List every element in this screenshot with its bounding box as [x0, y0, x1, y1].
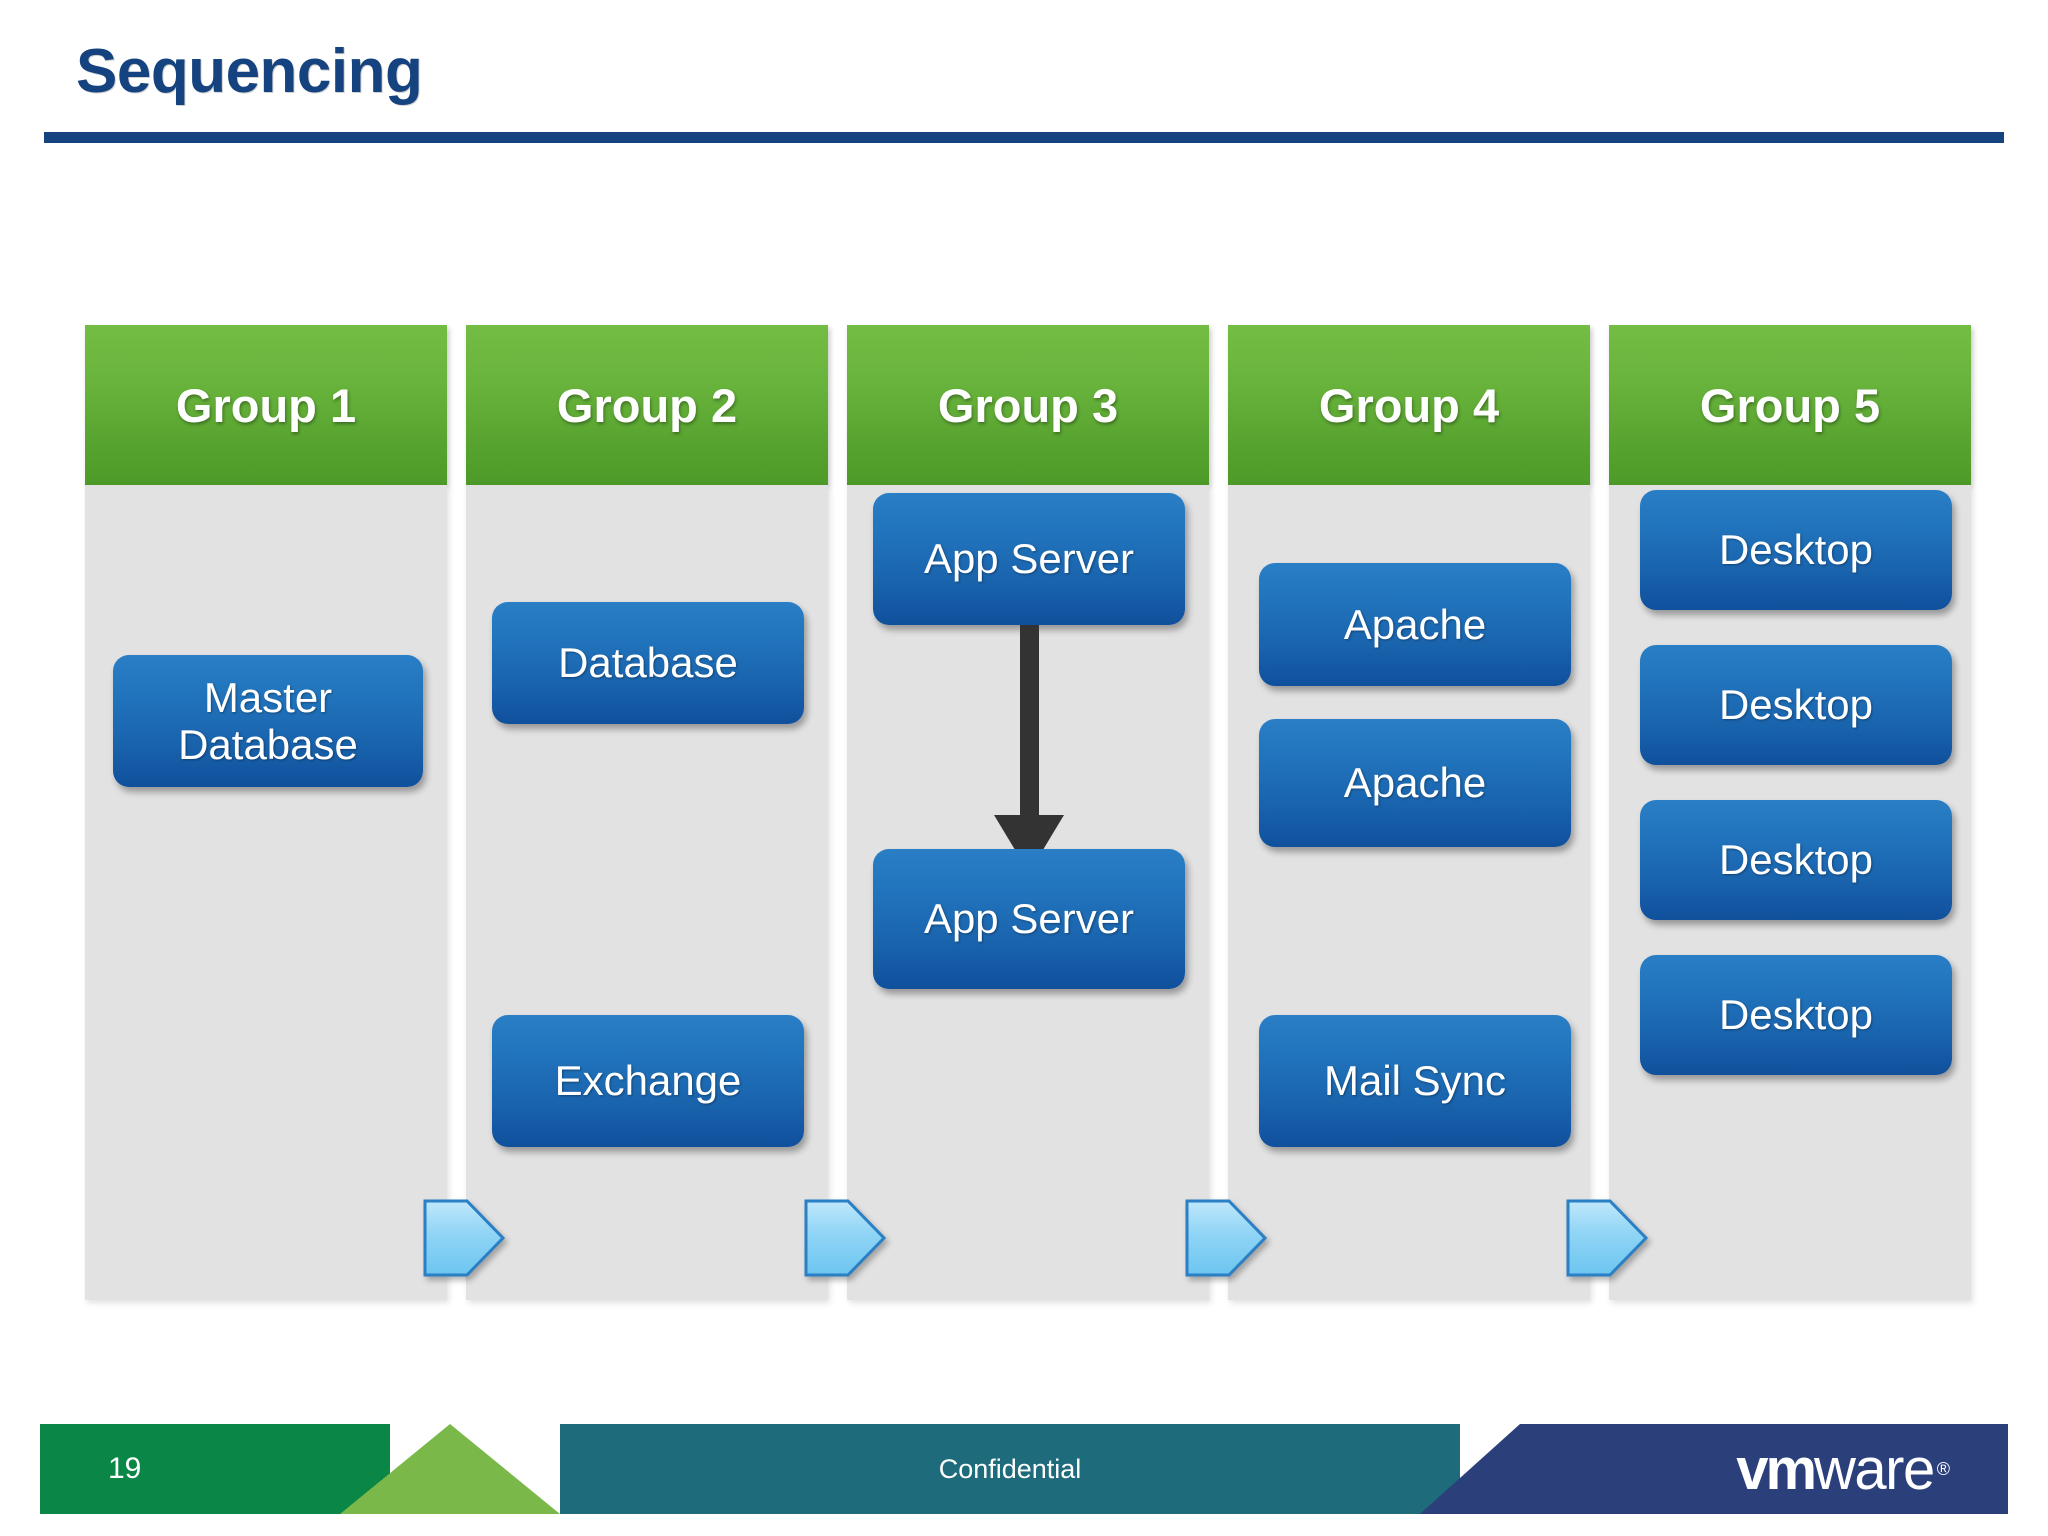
sequence-connector-icon-4	[1566, 1199, 1649, 1277]
title-underline-rule	[44, 132, 2004, 143]
node-apache-1[interactable]: Apache	[1259, 563, 1571, 686]
footer-green-block	[40, 1424, 390, 1514]
group-header-label-5: Group 5	[1699, 378, 1881, 432]
group-header-5: Group 5	[1609, 325, 1971, 485]
confidential-label: Confidential	[938, 1453, 1082, 1484]
group-column-3[interactable]: Group 3 App Server App Server	[847, 325, 1209, 1300]
flow-down-arrow-icon	[994, 625, 1064, 873]
node-label: Apache	[1343, 759, 1487, 807]
sequence-connector-icon-3	[1185, 1199, 1268, 1277]
vmware-logo-bold: vm	[1736, 1436, 1817, 1502]
node-label: Apache	[1343, 600, 1487, 648]
group-header-2: Group 2	[466, 325, 828, 485]
node-exchange[interactable]: Exchange	[492, 1015, 804, 1147]
node-database[interactable]: Database	[492, 602, 804, 724]
page-title: Sequencing	[76, 37, 423, 106]
page-number: 19	[108, 1452, 142, 1485]
node-label: Exchange	[554, 1057, 742, 1105]
group-header-1: Group 1	[85, 325, 447, 485]
group-column-2[interactable]: Group 2 Database Exchange	[466, 325, 828, 1300]
node-desktop-3[interactable]: Desktop	[1640, 800, 1952, 920]
node-label-line-2: Database	[178, 721, 358, 768]
node-app-server-top[interactable]: App Server	[873, 493, 1185, 625]
group-header-label-4: Group 4	[1318, 378, 1500, 432]
group-column-5[interactable]: Group 5 Desktop Desktop Desktop Desktop	[1609, 325, 1971, 1300]
node-label: Desktop	[1718, 526, 1874, 574]
node-label: Mail Sync	[1323, 1057, 1507, 1105]
node-label: Desktop	[1718, 836, 1874, 884]
node-master-database[interactable]: Master Database	[113, 655, 423, 787]
node-label: Database	[558, 639, 738, 687]
footer-triangle-accent	[340, 1424, 560, 1514]
node-desktop-4[interactable]: Desktop	[1640, 955, 1952, 1075]
node-label-line-1: Master	[203, 673, 333, 721]
node-desktop-1[interactable]: Desktop	[1640, 490, 1952, 610]
node-apache-2[interactable]: Apache	[1259, 719, 1571, 847]
group-column-1[interactable]: Group 1 Master Database	[85, 325, 447, 1300]
group-header-label-2: Group 2	[556, 378, 738, 432]
group-header-4: Group 4	[1228, 325, 1590, 485]
node-label: App Server	[923, 535, 1135, 583]
node-label: Master Database	[178, 674, 358, 768]
group-column-4[interactable]: Group 4 Apache Apache Mail Sync	[1228, 325, 1590, 1300]
node-desktop-2[interactable]: Desktop	[1640, 645, 1952, 765]
arrow-shaft	[1020, 625, 1039, 815]
registered-trademark-icon: ®	[1936, 1458, 1950, 1479]
footer-navy-block	[1420, 1424, 2008, 1514]
group-header-3: Group 3	[847, 325, 1209, 485]
node-label: Desktop	[1718, 991, 1874, 1039]
group-header-label-3: Group 3	[937, 378, 1119, 432]
vmware-logo-light: ware	[1814, 1436, 1935, 1502]
sequence-connector-icon-2	[804, 1199, 887, 1277]
node-label: Desktop	[1718, 681, 1874, 729]
node-app-server-bottom[interactable]: App Server	[873, 849, 1185, 989]
node-label: App Server	[923, 895, 1135, 943]
footer-teal-block	[560, 1424, 1460, 1514]
group-body-1	[85, 485, 447, 1300]
group-header-label-1: Group 1	[175, 378, 357, 432]
node-mail-sync[interactable]: Mail Sync	[1259, 1015, 1571, 1147]
sequence-connector-icon-1	[423, 1199, 506, 1277]
